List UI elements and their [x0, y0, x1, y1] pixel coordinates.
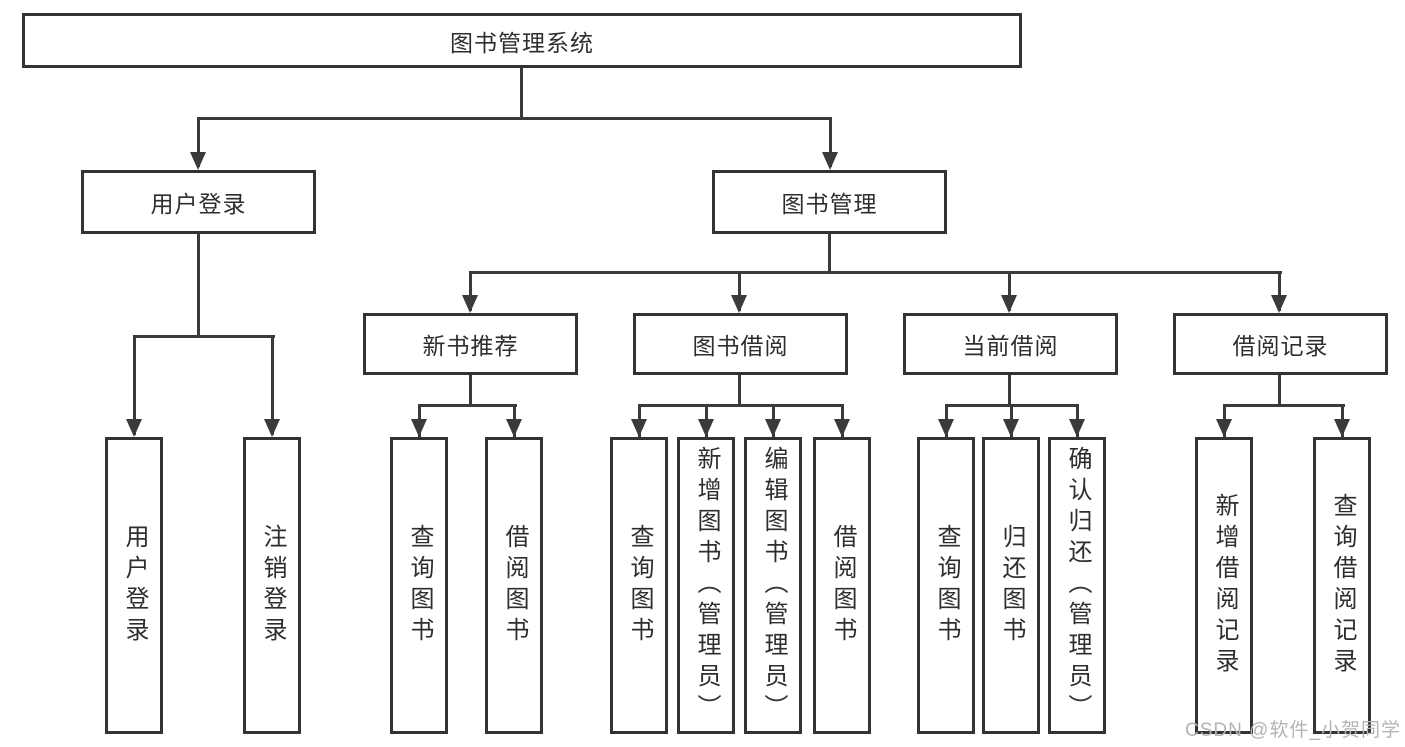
- connector-line: [1278, 271, 1281, 311]
- arrow-down-icon: [822, 152, 838, 170]
- connector-line: [197, 117, 200, 167]
- arrow-down-icon: [834, 419, 850, 437]
- leaf-borrow-books-recommend: 借阅图书: [485, 437, 543, 734]
- leaf-query-books-recommend: 查询图书: [390, 437, 448, 734]
- node-new-book-recommend: 新书推荐: [363, 313, 578, 375]
- connector-line: [638, 404, 844, 407]
- leaf-logout: 注销登录: [243, 437, 301, 734]
- leaf-edit-book-admin: 编辑图书（管理员）: [744, 437, 802, 734]
- connector-line: [1008, 271, 1011, 311]
- leaf-add-book-admin: 新增图书（管理员）: [677, 437, 735, 734]
- leaf-borrow-books: 借阅图书: [813, 437, 871, 734]
- arrow-down-icon: [126, 419, 142, 437]
- connector-line: [829, 117, 832, 167]
- node-current-borrow: 当前借阅: [903, 313, 1118, 375]
- arrow-down-icon: [765, 419, 781, 437]
- node-library-system: 图书管理系统: [22, 13, 1022, 68]
- arrow-down-icon: [1216, 419, 1232, 437]
- connector-line: [271, 335, 274, 435]
- arrow-down-icon: [264, 419, 280, 437]
- connector-line: [469, 271, 1282, 274]
- arrow-down-icon: [938, 419, 954, 437]
- leaf-return-book: 归还图书: [982, 437, 1040, 734]
- node-book-borrow: 图书借阅: [633, 313, 848, 375]
- arrow-down-icon: [1003, 419, 1019, 437]
- arrow-down-icon: [1069, 419, 1085, 437]
- connector-line: [469, 271, 472, 311]
- csdn-watermark: CSDN @软件_小贺同学: [1185, 720, 1401, 741]
- leaf-query-books-borrow: 查询图书: [610, 437, 668, 734]
- connector-line: [1008, 375, 1011, 407]
- connector-line: [520, 68, 523, 120]
- connector-line: [418, 404, 517, 407]
- connector-line: [133, 335, 275, 338]
- connector-line: [133, 335, 136, 435]
- node-book-management: 图书管理: [712, 170, 947, 234]
- leaf-query-books-current: 查询图书: [917, 437, 975, 734]
- arrow-down-icon: [698, 419, 714, 437]
- connector-line: [738, 375, 741, 407]
- connector-line: [828, 234, 831, 274]
- arrow-down-icon: [1001, 295, 1017, 313]
- leaf-add-borrow-record: 新增借阅记录: [1195, 437, 1253, 734]
- arrow-down-icon: [190, 152, 206, 170]
- connector-line: [1278, 375, 1281, 407]
- connector-line: [197, 234, 200, 338]
- leaf-user-login: 用户登录: [105, 437, 163, 734]
- arrow-down-icon: [506, 419, 522, 437]
- arrow-down-icon: [1334, 419, 1350, 437]
- arrow-down-icon: [411, 419, 427, 437]
- connector-line: [469, 375, 472, 407]
- node-borrow-records: 借阅记录: [1173, 313, 1388, 375]
- connector-line: [197, 117, 832, 120]
- arrow-down-icon: [1271, 295, 1287, 313]
- node-user-login: 用户登录: [81, 170, 316, 234]
- arrow-down-icon: [631, 419, 647, 437]
- arrow-down-icon: [731, 295, 747, 313]
- arrow-down-icon: [462, 295, 478, 313]
- connector-line: [738, 271, 741, 311]
- leaf-query-borrow-record: 查询借阅记录: [1313, 437, 1371, 734]
- connector-line: [1223, 404, 1345, 407]
- leaf-confirm-return-admin: 确认归还（管理员）: [1048, 437, 1106, 734]
